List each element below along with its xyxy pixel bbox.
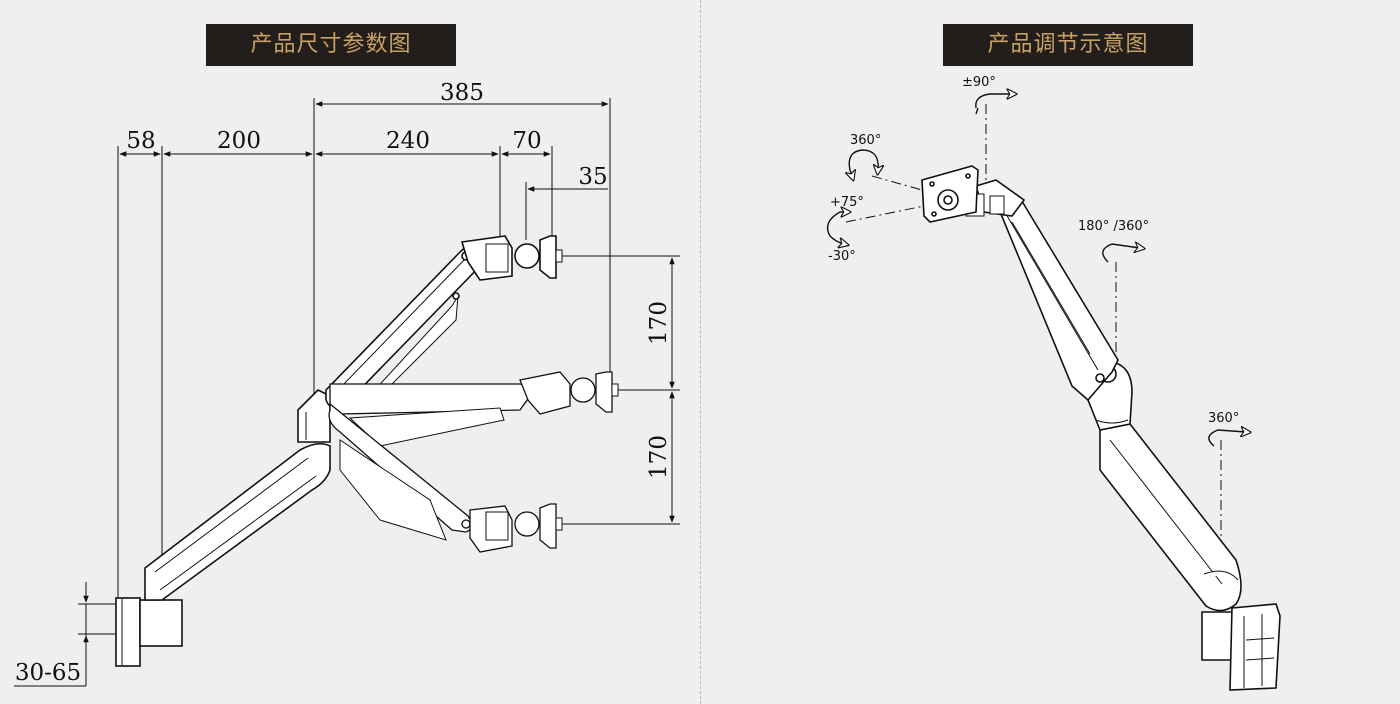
angle-swivel-elbow-label: 180° /360°: [1078, 219, 1149, 234]
dim-240-label: 240: [386, 128, 430, 154]
rotate-arrow-base: [1208, 430, 1246, 447]
angle-tilt-up-label: +75°: [830, 195, 864, 210]
dim-170-bottom-label: 170: [646, 435, 672, 479]
dim-170-top-label: 170: [646, 301, 672, 345]
dimension-drawing: [14, 98, 680, 687]
right-base-clamp: [1201, 603, 1281, 691]
angle-rotate-head-label: 360°: [850, 133, 881, 148]
angle-tilt-top-label: ±90°: [962, 75, 996, 90]
dim-clamp-label: 30-65: [15, 660, 81, 686]
rotate-arrow-elbow: [1102, 244, 1140, 263]
lower-arm: [144, 442, 331, 601]
right-lower-arm: [1099, 423, 1242, 612]
upper-arm-bottom: [328, 402, 563, 553]
adjustment-diagram-title: 产品调节示意图: [943, 24, 1193, 66]
upper-arm-middle: [329, 371, 619, 447]
dim-70-label: 70: [512, 128, 541, 154]
adjustment-drawing: [826, 94, 1281, 691]
rotate-arrow-tilt: [826, 212, 846, 244]
angle-tilt-down-label: -30°: [828, 249, 856, 264]
dim-200-label: 200: [217, 128, 261, 154]
base-clamp: [115, 597, 183, 667]
dim-35-label: 35: [578, 164, 607, 190]
upper-arm-top: [325, 235, 563, 411]
angle-swivel-base-label: 360°: [1208, 411, 1239, 426]
dimension-diagram-title: 产品尺寸参数图: [206, 24, 456, 66]
rotate-arrow-top: [975, 94, 1012, 115]
dim-58-label: 58: [126, 128, 155, 154]
rotate-arrow-head: [849, 149, 878, 176]
dim-385-label: 385: [440, 80, 484, 106]
panel-divider: [700, 0, 701, 704]
right-vesa-plate: [921, 165, 979, 223]
